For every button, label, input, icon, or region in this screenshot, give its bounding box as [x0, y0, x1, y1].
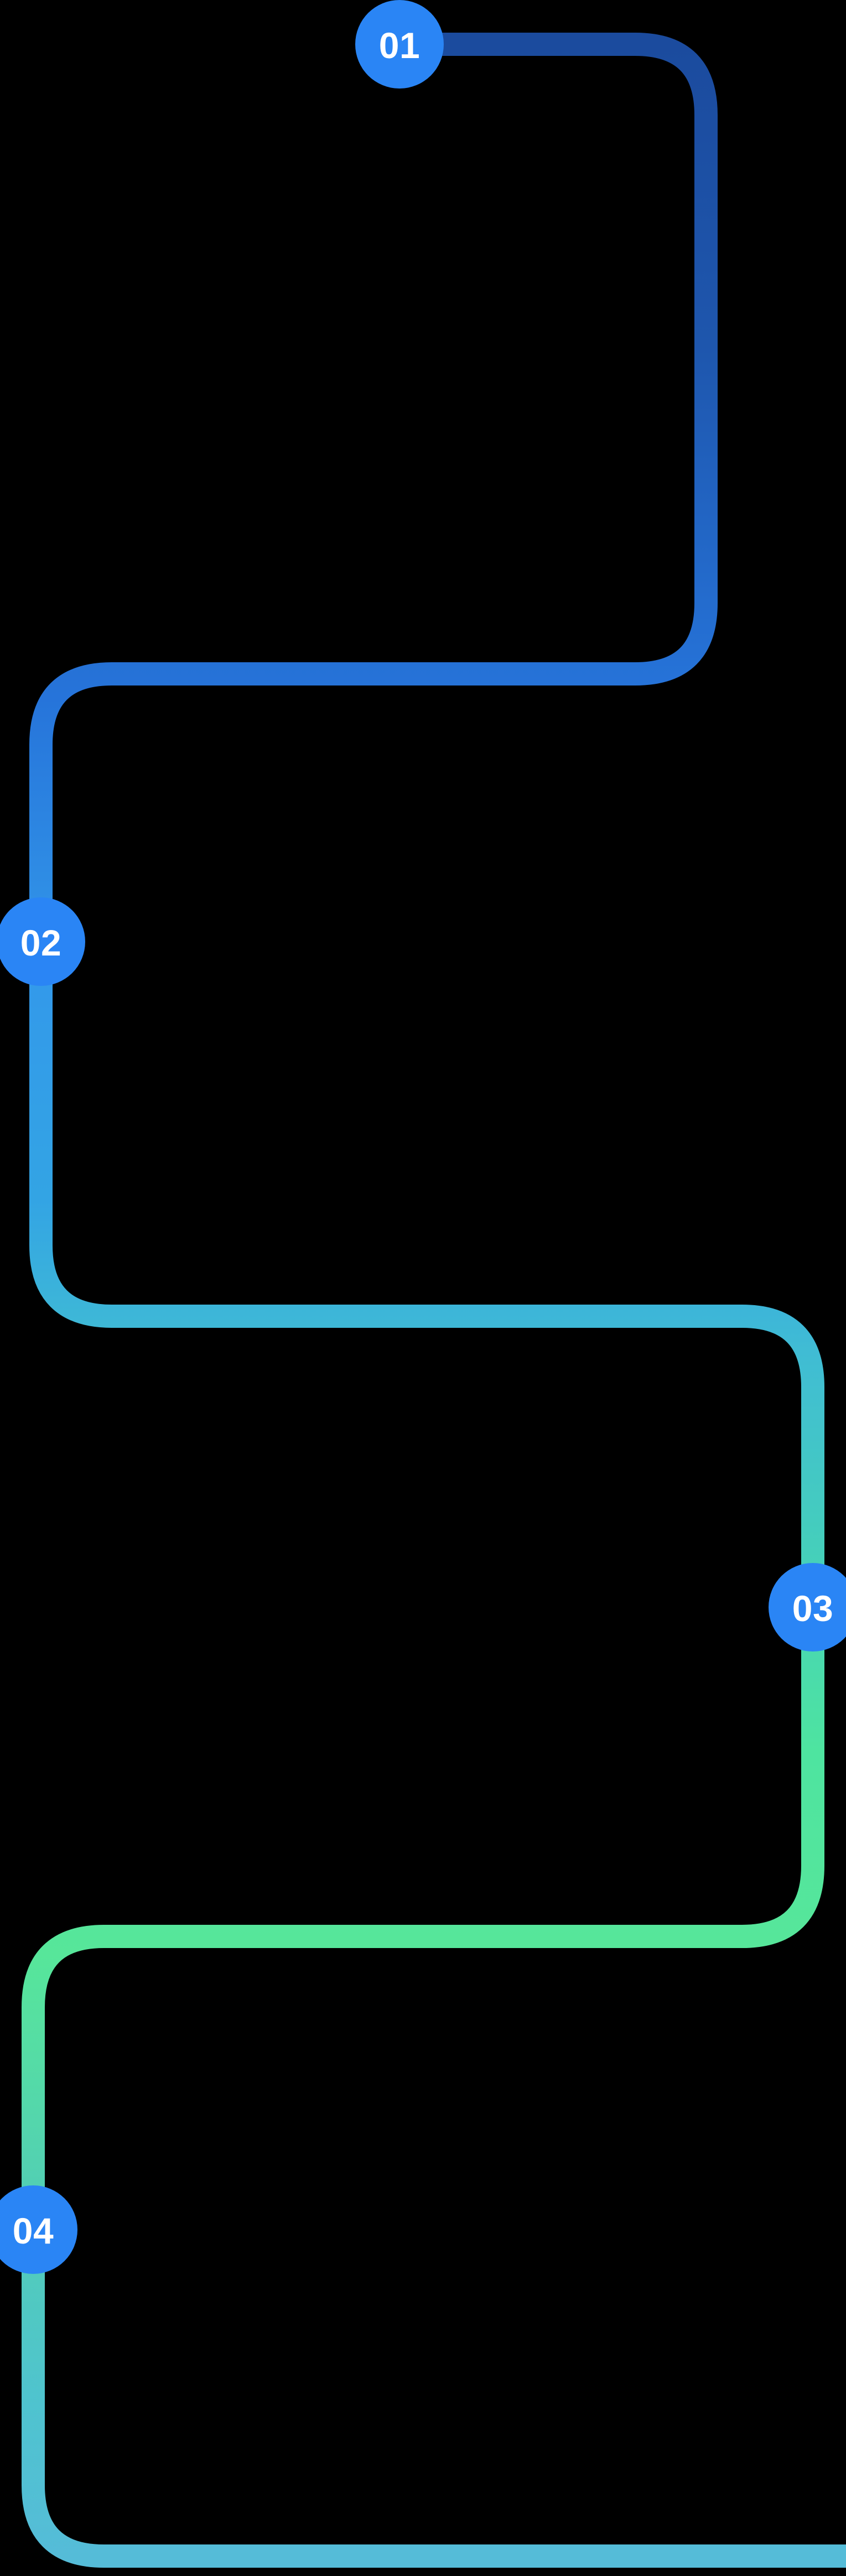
step-label-02: 02 — [20, 922, 61, 963]
step-label-01: 01 — [379, 25, 420, 66]
step-marker-01[interactable]: 01 — [355, 0, 444, 89]
step-circle-02[interactable] — [0, 897, 85, 986]
step-label-04: 04 — [13, 2210, 54, 2251]
step-circle-03[interactable] — [769, 1563, 846, 1651]
step-label-03: 03 — [792, 1588, 833, 1629]
roadmap-path — [22, 33, 846, 2568]
step-circle-01[interactable] — [355, 0, 444, 89]
step-marker-04[interactable]: 04 — [0, 2185, 77, 2274]
step-marker-03[interactable]: 03 — [769, 1563, 846, 1651]
step-circle-04[interactable] — [0, 2185, 77, 2274]
step-marker-02[interactable]: 02 — [0, 897, 85, 986]
